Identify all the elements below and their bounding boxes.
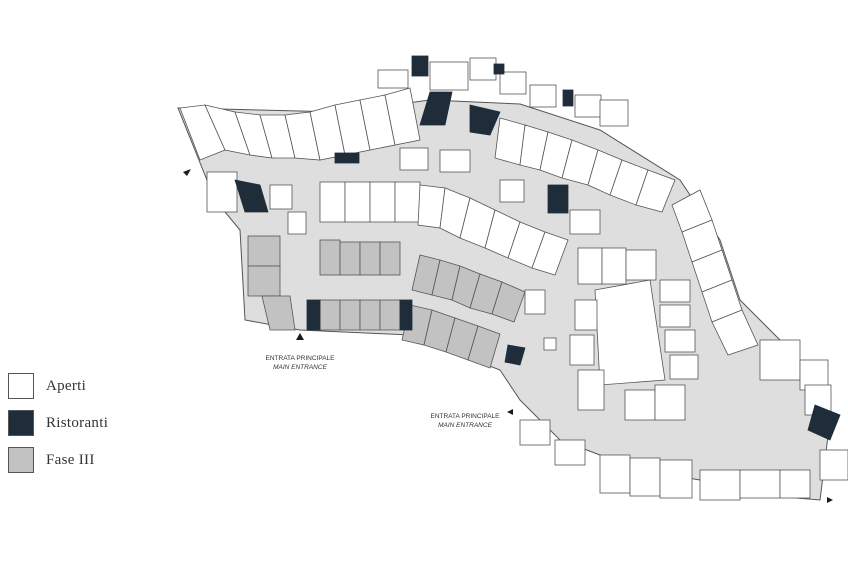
restaurant-shops — [234, 55, 841, 441]
triangle-arrow-icon — [296, 333, 304, 340]
phase-iii-shops — [247, 235, 526, 369]
triangle-arrow-icon — [183, 169, 191, 176]
map-legend: Aperti Ristoranti Fase III — [8, 372, 108, 483]
legend-item-restaurants: Ristoranti — [8, 409, 108, 437]
legend-label-restaurants: Ristoranti — [46, 414, 109, 431]
entrance-label-1-line2: MAIN ENTRANCE — [273, 364, 327, 371]
top-shops — [179, 57, 676, 213]
entrance-label-1-line1: ENTRATA PRINCIPALE — [265, 355, 335, 362]
triangle-arrow-icon — [507, 409, 513, 415]
entrance-label-2-line2: MAIN ENTRANCE — [438, 422, 492, 429]
legend-item-phase-iii: Fase III — [8, 446, 108, 474]
legend-item-open: Aperti — [8, 372, 108, 400]
central-shops — [524, 247, 699, 421]
left-shops — [206, 147, 601, 276]
entrance-label-2-line1: ENTRATA PRINCIPALE — [430, 413, 500, 420]
legend-swatch-open — [8, 373, 34, 399]
right-shops — [519, 189, 848, 501]
legend-swatch-phase-iii — [8, 447, 34, 473]
legend-label-phase-iii: Fase III — [46, 451, 95, 468]
legend-label-open: Aperti — [46, 377, 87, 394]
entrance-label-2: ENTRATA PRINCIPALE MAIN ENTRANCE — [415, 412, 515, 430]
triangle-arrow-icon — [827, 497, 833, 503]
entrance-markers — [183, 169, 833, 503]
legend-swatch-restaurants — [8, 410, 34, 436]
entrance-label-1: ENTRATA PRINCIPALE MAIN ENTRANCE — [250, 354, 350, 372]
